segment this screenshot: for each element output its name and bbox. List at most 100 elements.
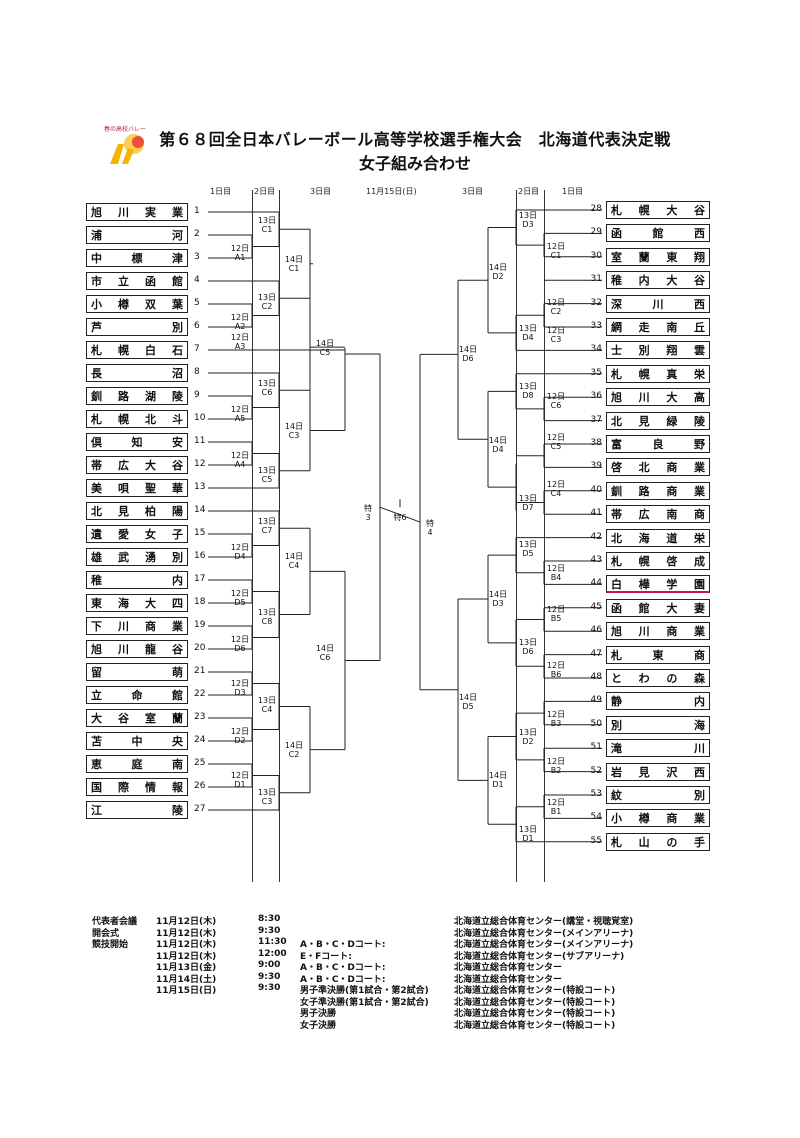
match-label-line: D1 [492, 780, 504, 790]
team-number: 2 [194, 229, 200, 239]
team-box: 札幌啓成 [606, 552, 710, 570]
team-number: 13 [194, 482, 206, 492]
schedule-date: 11月12日(木) [156, 928, 217, 939]
team-box: 旭川大高 [606, 388, 710, 407]
team-name: 留萌 [91, 666, 183, 679]
match-label-line: 13日 [518, 382, 538, 392]
team-number: 55 [590, 835, 602, 846]
team-name: 静内 [611, 695, 705, 709]
team-name: 北海道栄 [611, 531, 705, 545]
schedule-venue: 北海道立総合体育センター(特設コート) [454, 1009, 616, 1019]
schedule-venue: 北海道立総合体育センター(特設コート) [454, 986, 616, 996]
team-box: 函館西 [606, 224, 710, 243]
match-label-line: 12日 [546, 326, 566, 335]
match-label-line: 12日 [230, 333, 250, 342]
match-label-line: 12日 [230, 404, 250, 414]
match-label-line: C8 [261, 616, 273, 626]
team-name: 北見柏陽 [91, 505, 183, 518]
team-box: 小樽双葉 [86, 295, 188, 313]
match-label-line: 14日 [488, 436, 508, 446]
team-box: 立命館 [86, 686, 188, 704]
schedule-event: 競技開始 [92, 940, 129, 950]
team-number: 42 [590, 531, 602, 542]
team-name: 深川西 [611, 297, 705, 311]
team-name: 岩見沢西 [611, 765, 705, 779]
team-box: 白樺学園 [606, 575, 710, 594]
team-name: 函館西 [611, 227, 705, 241]
team-number: 33 [590, 321, 602, 331]
team-name: 市立函館 [91, 275, 183, 288]
team-number: 5 [194, 298, 200, 308]
match-label-line: D6 [462, 354, 474, 364]
match-label-line: A3 [234, 342, 246, 351]
team-box: 網走南丘 [606, 318, 710, 336]
team-number: 53 [590, 789, 602, 799]
match-label-line: C4 [550, 488, 562, 498]
match-label-line: C1 [550, 251, 562, 261]
team-name: 小樽双葉 [91, 298, 183, 311]
team-number: 39 [590, 461, 602, 472]
team-number: 20 [194, 643, 206, 653]
team-number: 24 [194, 735, 206, 745]
team-name: 富良野 [611, 438, 705, 451]
schedule-date: 11月15日(日) [156, 986, 217, 996]
match-label-line: C4 [261, 704, 273, 714]
team-name: 美唄聖華 [91, 482, 183, 495]
match-label-line: 14日 [284, 740, 304, 750]
match-label-line: 13日 [257, 465, 277, 475]
match-label-line: D3 [492, 599, 504, 609]
team-name: 立命館 [91, 689, 183, 702]
match-label-line: C6 [261, 388, 273, 398]
team-name: 芦別 [91, 321, 183, 334]
team-name: 旭川龍谷 [91, 643, 183, 656]
match-label-line: 14日 [315, 339, 335, 348]
team-name: 札東商 [611, 648, 705, 662]
match-label-line: B6 [550, 670, 562, 680]
team-name: 函館大妻 [611, 601, 705, 615]
team-name: 札幌啓成 [611, 555, 705, 568]
header-day3-left: 3日目 [310, 187, 332, 196]
team-name: 札山の手 [611, 835, 705, 849]
match-label-line: 特 [426, 519, 434, 529]
match-label-line: 13日 [257, 293, 277, 303]
match-label-line: D4 [522, 332, 534, 342]
team-name: 下川商業 [91, 620, 183, 633]
match-label-line: 12日 [230, 450, 250, 460]
team-name: 札幌白石 [91, 344, 183, 357]
match-label-line: D7 [522, 503, 534, 513]
schedule-date: 11月13日(金) [156, 963, 217, 973]
team-name: 釧路商業 [611, 484, 705, 498]
team-number: 25 [194, 758, 206, 768]
match-label-line: 14日 [315, 643, 335, 653]
team-number: 32 [590, 297, 602, 308]
match-label-line: 12日 [546, 563, 566, 573]
header-center-date: 11月15日(日) [366, 187, 417, 196]
team-number: 19 [194, 620, 206, 630]
schedule-time: 11:30 [258, 937, 287, 947]
team-name: 大谷室蘭 [91, 712, 183, 725]
team-number: 6 [194, 321, 200, 331]
match-label-line: 12日 [230, 243, 250, 253]
team-box: 美唄聖華 [86, 479, 188, 497]
team-box: 市立函館 [86, 272, 188, 290]
team-name: 旭川大高 [611, 391, 705, 405]
schedule-time: 9:30 [258, 925, 281, 936]
team-box: 帯広南商 [606, 505, 710, 524]
schedule-date: 11月14日(土) [156, 974, 217, 985]
match-label-line: C4 [288, 561, 300, 571]
schedule-event: 代表者会議 [92, 917, 138, 927]
